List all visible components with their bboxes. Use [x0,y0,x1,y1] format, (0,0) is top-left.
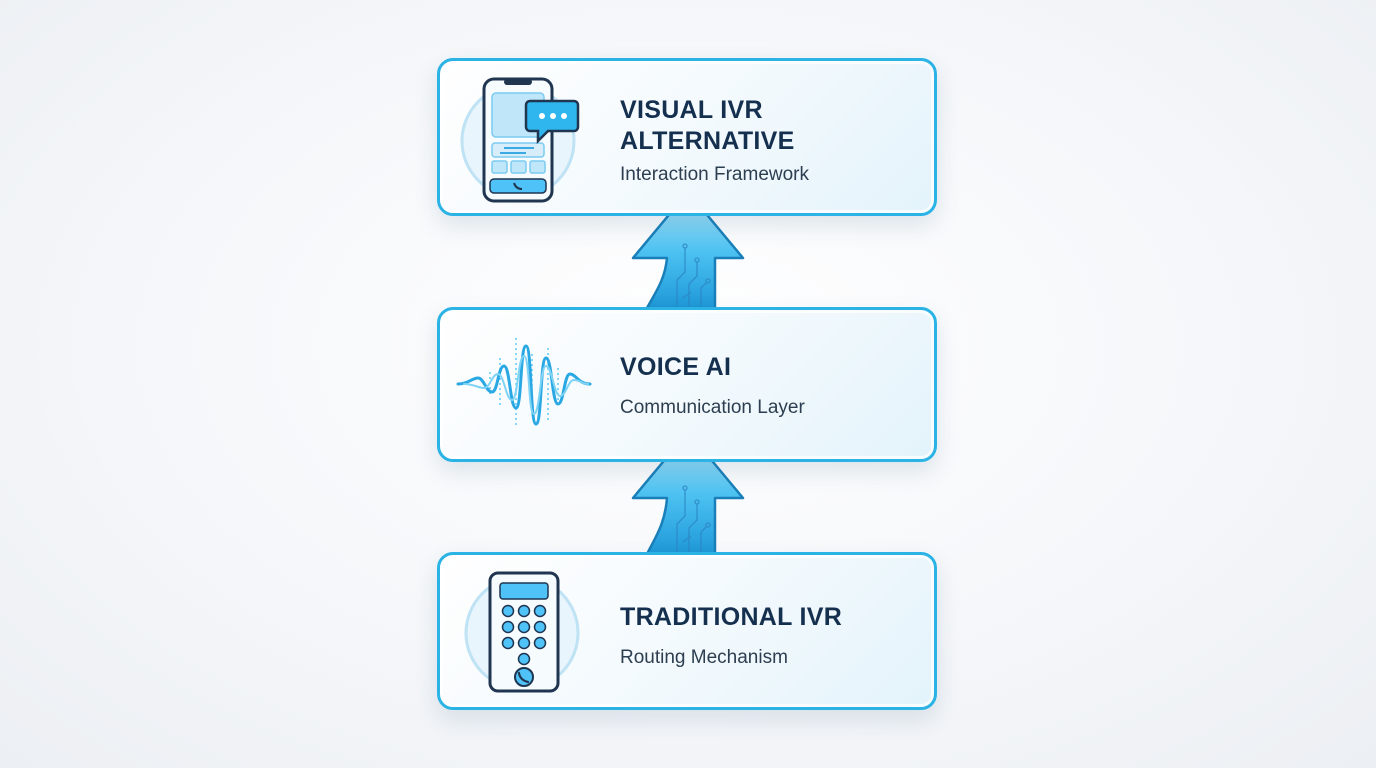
layer-subtitle: Routing Mechanism [620,647,788,668]
layer-title: VOICE AI [620,353,732,381]
layer-card-traditional-ivr: TRADITIONAL IVR Routing Mechanism [437,552,937,710]
sound-wave-icon [456,338,592,428]
keypad-phone-icon [464,571,580,693]
upward-arrow-top [631,190,745,310]
layer-card-voice-ai: VOICE AI Communication Layer [437,307,937,462]
layer-title: TRADITIONAL IVR [620,603,843,631]
upward-arrow-bottom [631,430,745,556]
layer-subtitle: Interaction Framework [620,164,810,185]
layer-card-visual-ivr: VISUAL IVR ALTERNATIVE Interaction Frame… [437,58,937,216]
smartphone-chat-icon [460,77,580,203]
layer-title: VISUAL IVR ALTERNATIVE [620,96,795,155]
layer-subtitle: Communication Layer [620,397,805,418]
